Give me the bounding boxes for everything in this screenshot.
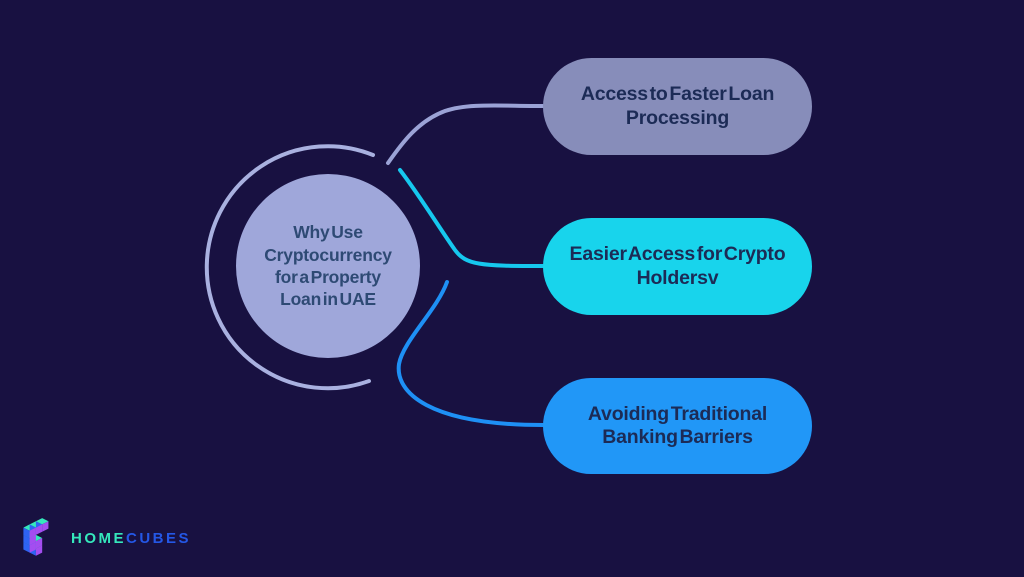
homecubes-logo: HOMECUBES: [18, 514, 191, 562]
connector-branch-2: [398, 168, 545, 268]
connector-branch-1: [386, 103, 545, 165]
connector-branch-3: [396, 280, 545, 427]
logo-wordmark: HOMECUBES: [71, 530, 191, 547]
logo-text-cubes: CUBES: [126, 529, 192, 547]
center-topic-line: Cryptocurrency: [264, 244, 392, 265]
branch-label-line: Banking Barriers: [602, 426, 753, 448]
center-topic: Why Use Cryptocurrency for a Property Lo…: [236, 174, 420, 358]
branch-pill-banking-barriers: Avoiding Traditional Banking Barriers: [543, 378, 812, 474]
branch-label-line: Avoiding Traditional: [587, 402, 768, 425]
branch-label-line: Holdersv: [636, 266, 719, 289]
center-ring-arc: [204, 144, 375, 391]
branch-pill-faster-loan: Access to Faster Loan Processing: [543, 58, 812, 155]
center-topic-line: for a Property: [275, 267, 381, 287]
branch-label-line: Easier Access for Crypto: [569, 243, 786, 266]
center-topic-line: Loan in UAE: [280, 289, 376, 310]
branch-label: Avoiding Traditional Banking Barriers: [588, 403, 767, 450]
logo-cube-icon: [23, 518, 49, 556]
logo-text-home: HOME: [71, 529, 126, 547]
branch-pill-crypto-holders: Easier Access for Crypto Holdersv: [543, 218, 812, 315]
branch-label-line: Processing: [625, 106, 730, 129]
center-topic-label: Why Use Cryptocurrency for a Property Lo…: [264, 221, 392, 311]
branch-label: Access to Faster Loan Processing: [580, 83, 775, 130]
branch-label: Easier Access for Crypto Holdersv: [570, 243, 786, 290]
branch-label-line: Access to Faster Loan: [580, 83, 775, 106]
center-topic-line: Why Use: [293, 222, 363, 243]
